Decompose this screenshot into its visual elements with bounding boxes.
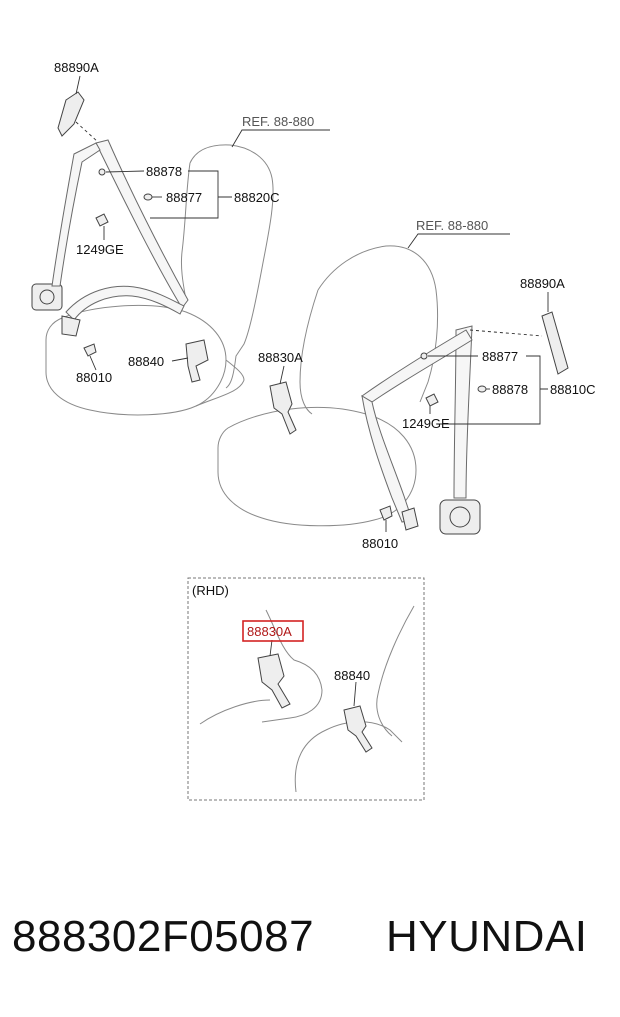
left-seat-back <box>189 144 274 389</box>
label-left-1249GE: 1249GE <box>76 242 124 257</box>
right-part-88878-dot <box>477 385 487 393</box>
label-right-88830A: 88830A <box>258 350 303 365</box>
left-belt-lap <box>65 285 185 321</box>
rhd-inset-frame <box>187 577 425 801</box>
label-right-ref: REF. 88-880 <box>416 218 488 233</box>
label-left-88010: 88010 <box>76 370 112 385</box>
right-belt-vertical <box>453 325 473 499</box>
left-lower-anchor <box>61 315 81 337</box>
right-retractor-spool <box>449 506 471 528</box>
rhd-inset-title: (RHD) <box>192 583 229 598</box>
label-left-ref: REF. 88-880 <box>242 114 314 129</box>
label-left-88877: 88877 <box>166 190 202 205</box>
lead-rhd-88840 <box>353 681 357 707</box>
rhd-buckle-88840 <box>343 705 373 753</box>
left-belt-shoulder <box>95 139 189 309</box>
lead-left-88010 <box>89 355 97 371</box>
brand-name: HYUNDAI <box>386 912 588 961</box>
left-seat-back-inner <box>181 162 191 301</box>
left-retractor-spool <box>39 289 55 305</box>
right-seat-back <box>317 245 439 403</box>
dash-right-88890A <box>469 329 543 337</box>
label-right-88877: 88877 <box>482 349 518 364</box>
right-seat-group: REF. 88-880 88890A 88830A 88877 88878 88… <box>217 218 596 551</box>
left-part-88878-dot <box>98 168 106 176</box>
lead-rhd-88830A <box>269 639 273 657</box>
lead-right-88830A <box>279 365 285 385</box>
bracket-right-88810C <box>440 355 548 425</box>
label-right-88810C: 88810C <box>550 382 596 397</box>
label-right-1249GE: 1249GE <box>402 416 450 431</box>
label-rhd-88840: 88840 <box>334 668 370 683</box>
part-number: 888302F05087 <box>12 912 315 961</box>
lead-left-ref <box>231 129 330 148</box>
left-bolt-1249GE <box>95 213 109 227</box>
right-part-88877-dot <box>420 352 428 360</box>
rhd-inset: (RHD) 88830A 88840 <box>187 577 425 801</box>
label-left-88890A: 88890A <box>54 60 99 75</box>
right-belt-lap <box>361 395 413 523</box>
right-buckle <box>269 381 297 435</box>
label-left-88878: 88878 <box>146 164 182 179</box>
left-seat-group: 88890A REF. 88-880 88878 88877 88820C 12… <box>31 60 330 416</box>
highlight-box-88830A <box>242 620 304 642</box>
label-rhd-88830A: 88830A <box>247 624 292 639</box>
label-left-88840: 88840 <box>128 354 164 369</box>
left-bolt-88010 <box>83 343 97 357</box>
right-top-anchor <box>541 311 569 375</box>
lead-left-88840 <box>171 357 189 362</box>
label-left-88820C: 88820C <box>234 190 280 205</box>
label-right-88878: 88878 <box>492 382 528 397</box>
right-seat-cushion <box>217 406 417 527</box>
rhd-seat-1 <box>199 609 323 725</box>
left-buckle <box>185 339 209 383</box>
rhd-buckle-88830A <box>257 653 291 709</box>
left-belt-vertical <box>51 142 101 287</box>
right-bolt-88010 <box>379 505 393 521</box>
lead-left-88878 <box>105 170 145 173</box>
lead-right-ref <box>407 233 510 249</box>
bracket-left-88820C <box>150 170 232 219</box>
dash-left-88890A <box>75 121 99 143</box>
label-right-88010: 88010 <box>362 536 398 551</box>
left-part-88877-dot <box>143 193 153 201</box>
right-bolt-1249GE <box>425 393 439 407</box>
left-top-anchor <box>57 91 85 137</box>
label-right-88890A: 88890A <box>520 276 565 291</box>
footer: 888302F05087 HYUNDAI <box>0 912 620 972</box>
lead-left-88890A <box>75 75 81 95</box>
rhd-seat-2 <box>294 605 415 793</box>
left-seat-cushion-side <box>195 359 245 407</box>
right-lower-anchor <box>401 507 419 531</box>
